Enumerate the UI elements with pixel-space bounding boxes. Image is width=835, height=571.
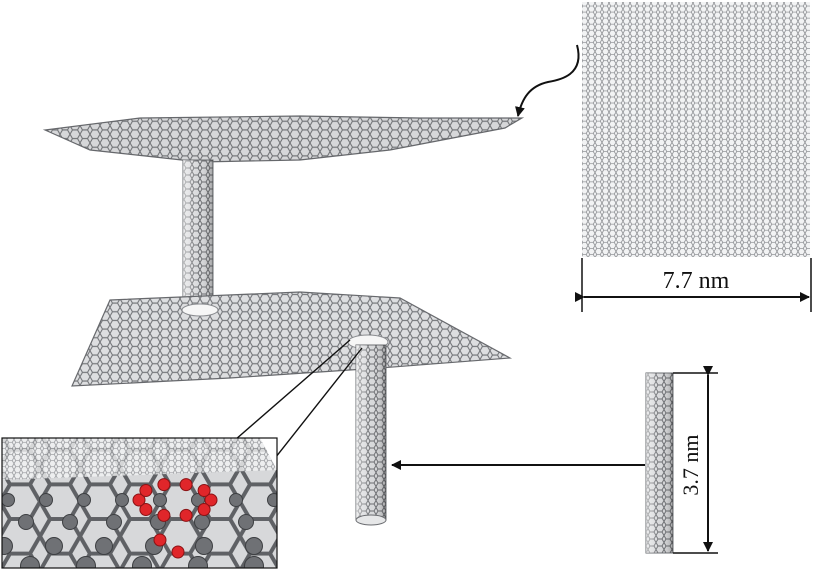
side-view-nanotube (645, 372, 674, 554)
carbon-atom (132, 556, 152, 568)
length-dimension: 3.7 nm (673, 366, 718, 554)
defect-atom (153, 533, 167, 547)
defect-atom (204, 493, 218, 507)
carbon-atom (245, 537, 263, 555)
carbon-atom (45, 537, 63, 555)
inset-defect-ring (132, 478, 218, 559)
defect-atom (157, 508, 171, 522)
defect-atom (179, 508, 193, 522)
defect-atom (139, 484, 153, 497)
carbon-atom (188, 556, 208, 568)
carbon-atom (195, 537, 213, 555)
carbon-atom (194, 514, 210, 530)
carbon-atom (153, 493, 167, 507)
carbon-atom (77, 493, 91, 507)
carbon-atom (238, 514, 254, 530)
carbon-atom (95, 537, 113, 555)
carbon-atom (62, 514, 78, 530)
defect-atom (157, 478, 171, 492)
carbon-atom (76, 556, 96, 568)
inset-frame (1, 437, 278, 569)
carbon-atom (229, 493, 243, 507)
defect-atom (139, 503, 153, 516)
carbon-atom (18, 514, 34, 530)
defect-atom (179, 478, 193, 492)
carbon-atom (20, 556, 40, 568)
pillar-nanotube-upper (182, 159, 214, 309)
sheet-width-label: 7.7 nm (663, 268, 730, 294)
defect-atom (197, 484, 211, 497)
inset-carbon-atoms (2, 493, 277, 568)
carbon-atom (267, 493, 277, 507)
tube-length-label: 3.7 nm (678, 434, 703, 495)
curved-arrow (515, 44, 580, 117)
carbon-atom (2, 537, 13, 555)
pillar-nanotube-lower (355, 344, 387, 526)
carbon-atom (39, 493, 53, 507)
defect-atom (197, 503, 211, 516)
upper-graphene-sheet (42, 115, 525, 163)
carbon-atom (244, 556, 264, 568)
defect-atom (132, 493, 146, 507)
width-dimension: 7.7 nm (575, 258, 812, 312)
carbon-atom (2, 493, 15, 507)
carbon-atom (106, 514, 122, 530)
top-view-graphene-sheet (582, 2, 810, 257)
lower-graphene-sheet (71, 291, 513, 387)
carbon-atom (115, 493, 129, 507)
defect-atom (171, 545, 185, 559)
junction-inset (2, 438, 277, 568)
